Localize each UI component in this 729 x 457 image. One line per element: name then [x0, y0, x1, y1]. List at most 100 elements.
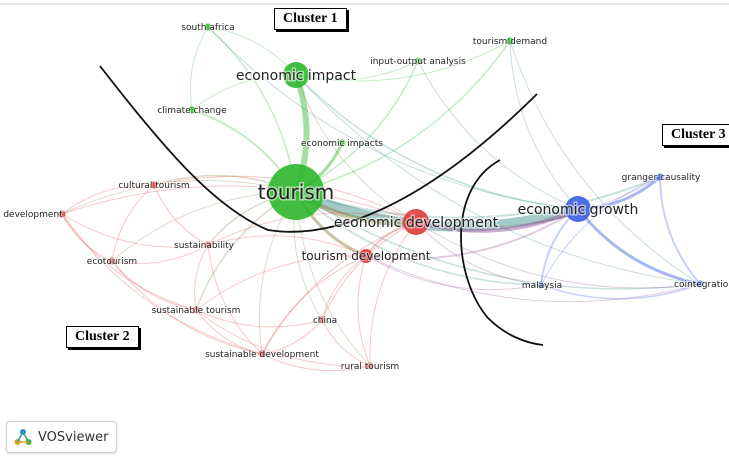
edge-cultural-tourism--development: [61, 184, 155, 215]
edge-tourism--tourism-demand: [295, 40, 511, 193]
node-economic-development[interactable]: [403, 209, 429, 235]
node-economic-impacts[interactable]: [338, 139, 346, 147]
node-south-africa[interactable]: [204, 23, 212, 31]
node-tourism-demand[interactable]: [506, 37, 514, 45]
edge-south-africa--economic-growth: [207, 26, 579, 210]
node-economic-growth[interactable]: [565, 196, 591, 222]
edge-tourism-development--sustainable-development: [261, 255, 367, 355]
node-development[interactable]: [58, 210, 66, 218]
edge-china--rural-tourism: [321, 319, 371, 367]
edge-tourism-development--malaysia: [365, 255, 542, 291]
edge-tourism--malaysia: [295, 191, 542, 286]
node-tourism-development[interactable]: [359, 249, 373, 263]
edge-economic-development--rural-tourism: [369, 221, 417, 367]
edge-economic-development--cointegration: [415, 221, 701, 289]
edge-granger-causality--cointegration: [659, 176, 701, 285]
edge-ecotourism--sustainable-development: [111, 260, 263, 355]
node-label-tourism-demand: tourism demand: [473, 37, 547, 47]
node-label-economic-development: economic development: [334, 215, 499, 231]
node-label-cointegration: cointegration: [674, 280, 729, 290]
edge-input-output-analysis--economic-growth: [417, 60, 579, 210]
edge-tourism-development--cointegration: [365, 255, 701, 303]
node-label-sustainability: sustainability: [174, 241, 235, 251]
edge-development--ecotourism: [61, 213, 113, 262]
node-label-input-output-analysis: input-output analysis: [370, 57, 466, 67]
edge-tourism-demand--cointegration: [509, 40, 701, 285]
edge-tourism-demand--economic-growth: [509, 40, 579, 210]
edge-tourism--cointegration: [295, 191, 701, 290]
edge-economic-development--development: [61, 185, 417, 223]
node-label-climate-change: climate change: [157, 106, 227, 116]
vosviewer-badge[interactable]: VOSviewer: [6, 421, 118, 453]
node-label-sustainable-development: sustainable development: [205, 350, 319, 360]
edge-economic-impact--cointegration: [295, 74, 701, 285]
node-label-economic-growth: economic growth: [518, 202, 639, 218]
cluster-3-label: Cluster 3: [662, 124, 729, 146]
edge-development--sustainability: [61, 213, 209, 248]
edge-sustainable-development--china: [261, 319, 323, 355]
edge-economic-impact--economic-development: [295, 74, 417, 223]
node-label-south-africa: south africa: [181, 23, 234, 33]
node-climate-change[interactable]: [188, 106, 196, 114]
vosviewer-label: VOSviewer: [38, 429, 109, 445]
edge-tourism-development--sustainable-tourism: [195, 255, 367, 311]
node-china[interactable]: [318, 316, 326, 324]
node-sustainability[interactable]: [204, 241, 212, 249]
edge-malaysia--cointegration: [540, 283, 701, 300]
edge-economic-development--malaysia: [415, 221, 542, 286]
edge-sustainable-development--rural-tourism: [261, 353, 371, 372]
edge-economic-impact--input-output-analysis: [295, 60, 419, 81]
edge-cultural-tourism--ecotourism: [111, 184, 155, 262]
edge-ecotourism--sustainability: [111, 244, 209, 264]
edge-tourism-development--china: [321, 255, 367, 321]
node-cultural-tourism[interactable]: [150, 181, 158, 189]
edge-economic-development--economic-growth: [415, 207, 579, 233]
edge-tourism-development--economic-growth: [365, 208, 579, 260]
node-label-china: china: [313, 316, 337, 326]
node-label-sustainable-tourism: sustainable tourism: [152, 306, 241, 316]
edge-economic-growth--cointegration: [576, 208, 701, 286]
node-label-economic-impact: economic impact: [236, 68, 357, 84]
node-input-output-analysis[interactable]: [414, 57, 422, 65]
edge-south-africa--climate-change: [189, 26, 209, 111]
edge-economic-development--sustainable-development: [261, 221, 417, 355]
cluster-divider-curve-1: [99, 65, 538, 233]
node-label-economic-impacts: economic impacts: [301, 139, 383, 149]
vosviewer-logo-icon: [14, 429, 32, 445]
node-label-malaysia: malaysia: [522, 281, 562, 291]
node-economic-impact[interactable]: [283, 62, 309, 88]
edge-economic-impact--tourism-demand: [295, 40, 511, 82]
edge-sustainability--sustainable-development: [207, 244, 263, 355]
edge-economic-impact--economic-growth: [295, 74, 579, 210]
edge-tourism--development: [61, 180, 297, 215]
edge-tourism--granger-causality: [295, 176, 661, 219]
edge-cultural-tourism--sustainability: [153, 184, 209, 246]
node-tourism[interactable]: [268, 164, 324, 220]
node-label-tourism-development: tourism development: [302, 249, 431, 263]
cluster-divider-curve-2: [460, 159, 544, 346]
node-granger-causality[interactable]: [656, 173, 664, 181]
node-label-rural-tourism: rural tourism: [341, 362, 399, 372]
cluster-2-label: Cluster 2: [66, 326, 139, 348]
node-rural-tourism[interactable]: [366, 362, 374, 370]
edge-granger-causality--malaysia: [540, 176, 661, 286]
node-label-granger-causality: granger causality: [622, 173, 701, 183]
edge-sustainable-tourism--sustainable-development: [195, 309, 263, 355]
edge-ecotourism--sustainable-tourism: [111, 260, 197, 311]
edge-sustainable-tourism--china: [195, 309, 323, 328]
edge-tourism-development--sustainability: [207, 235, 367, 257]
node-label-ecotourism: ecotourism: [87, 257, 137, 267]
node-cointegration[interactable]: [696, 280, 704, 288]
cluster-1-label: Cluster 1: [274, 8, 347, 30]
node-sustainable-tourism[interactable]: [192, 306, 200, 314]
edge-tourism--economic-growth: [294, 187, 580, 232]
edge-sustainability--sustainable-tourism: [194, 244, 209, 311]
node-label-tourism: tourism: [258, 180, 334, 204]
edge-development--sustainable-tourism: [61, 213, 197, 311]
edge-economic-development--granger-causality: [415, 176, 661, 228]
node-ecotourism[interactable]: [108, 257, 116, 265]
node-label-cultural-tourism: cultural tourism: [118, 181, 189, 191]
node-sustainable-development[interactable]: [258, 350, 266, 358]
node-malaysia[interactable]: [537, 281, 545, 289]
